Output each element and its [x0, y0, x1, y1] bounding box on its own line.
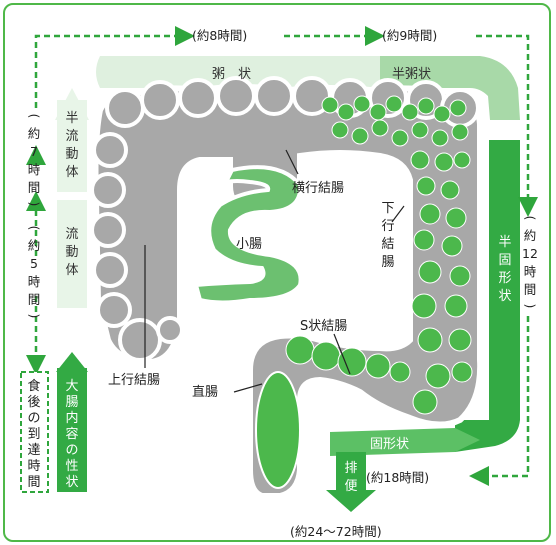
- legend-content-box: [57, 368, 87, 492]
- label-descending-colon: 下 行 結 腸: [381, 201, 394, 270]
- label-ascending-colon: 上行結腸: [108, 373, 160, 388]
- svg-text:5: 5: [30, 256, 38, 271]
- legend-content-arrow: [56, 352, 88, 372]
- legend-content-text: 大 腸 内 容 の 性 状: [65, 379, 78, 490]
- svg-text:便: 便: [344, 479, 357, 494]
- svg-text:到: 到: [27, 427, 40, 442]
- svg-text:容: 容: [65, 426, 78, 442]
- svg-text:大: 大: [65, 379, 78, 394]
- svg-text:食: 食: [27, 378, 40, 394]
- svg-text:半: 半: [498, 235, 511, 250]
- legend-arrival-text: 食 後 の 到 達 時 間: [27, 378, 40, 490]
- state-label-hankayu: 半粥状: [392, 66, 431, 82]
- state-label-han-kokei: 半 固 形 状: [498, 235, 511, 304]
- svg-text:下: 下: [381, 201, 394, 216]
- svg-text:(: (: [523, 216, 538, 221]
- state-band-han-ryudo: [57, 100, 87, 192]
- svg-text:状: 状: [498, 289, 511, 304]
- svg-text:腸: 腸: [381, 255, 394, 270]
- svg-text:体: 体: [65, 165, 78, 180]
- svg-text:時: 時: [28, 162, 41, 177]
- svg-text:内: 内: [65, 410, 78, 426]
- svg-text:): ): [523, 304, 538, 309]
- time-label-8h: (約8時間): [192, 28, 247, 43]
- svg-text:間: 間: [28, 180, 41, 195]
- svg-text:後: 後: [27, 395, 40, 410]
- time-label-7h: ( 約 7 時 間 ): [27, 114, 42, 207]
- svg-text:時: 時: [524, 264, 537, 279]
- svg-text:12: 12: [522, 246, 538, 261]
- diagram-frame: [3, 3, 551, 542]
- time-label-18h: (約18時間): [366, 470, 429, 485]
- stool-rectum: [255, 371, 301, 489]
- time-label-12h: ( 約 12 時 間 ): [522, 216, 538, 309]
- svg-text:): ): [27, 202, 42, 207]
- svg-text:時: 時: [27, 459, 40, 474]
- state-label-kayu: 粥 状: [212, 66, 251, 82]
- svg-text:固: 固: [498, 253, 511, 268]
- svg-text:体: 体: [65, 263, 78, 278]
- svg-text:流: 流: [65, 227, 78, 242]
- svg-text:約: 約: [524, 228, 537, 243]
- svg-text:結: 結: [381, 237, 394, 252]
- state-band-ryudo: [57, 200, 87, 308]
- state-label-kokei: 固形状: [370, 437, 409, 452]
- svg-text:動: 動: [65, 147, 78, 162]
- svg-text:半: 半: [65, 111, 78, 126]
- svg-text:の: の: [65, 443, 78, 458]
- svg-text:状: 状: [65, 475, 78, 490]
- state-band-hankayu: [380, 56, 520, 120]
- svg-text:間: 間: [524, 282, 537, 297]
- legend-arrival-box: [20, 371, 49, 493]
- svg-text:約: 約: [28, 238, 41, 253]
- svg-text:達: 達: [27, 443, 40, 458]
- svg-text:形: 形: [498, 271, 511, 286]
- svg-text:7: 7: [30, 144, 38, 159]
- svg-text:間: 間: [28, 292, 41, 307]
- svg-text:動: 動: [65, 245, 78, 260]
- svg-text:(: (: [27, 114, 42, 119]
- time-label-24-72h: (約24〜72時間): [290, 524, 382, 539]
- time-label-5h: ( 約 5 時 間 ): [27, 226, 42, 319]
- state-band-kokei: [330, 428, 480, 456]
- svg-text:腸: 腸: [65, 395, 78, 410]
- state-label-ryudo: 流 動 体: [65, 227, 78, 278]
- svg-text:の: の: [27, 411, 40, 426]
- time-flow-arrows: [26, 26, 538, 486]
- label-rectum: 直腸: [192, 385, 218, 400]
- label-transverse-colon: 横行結腸: [292, 181, 344, 196]
- svg-text:(: (: [27, 226, 42, 231]
- state-label-han-ryudo: 半 流 動 体: [65, 111, 78, 180]
- label-small-intestine: 小腸: [236, 237, 262, 252]
- state-band-arrow-up: [55, 88, 89, 120]
- state-band-haiben: [326, 452, 376, 512]
- svg-text:間: 間: [27, 475, 40, 490]
- small-intestine: [193, 165, 303, 305]
- time-label-9h: (約9時間): [382, 28, 437, 43]
- state-label-haiben: 排 便: [344, 461, 357, 494]
- label-sigmoid-colon: S状結腸: [300, 319, 347, 334]
- svg-text:性: 性: [65, 459, 78, 474]
- svg-text:約: 約: [28, 126, 41, 141]
- stool-clusters: [285, 95, 473, 415]
- colon-haustra: [90, 76, 480, 362]
- svg-text:流: 流: [65, 129, 78, 144]
- leader-lines: [144, 149, 405, 393]
- svg-text:行: 行: [381, 219, 394, 234]
- svg-text:排: 排: [344, 461, 357, 476]
- svg-text:時: 時: [28, 274, 41, 289]
- state-band-han-kokei: [455, 140, 520, 452]
- svg-text:): ): [27, 314, 42, 319]
